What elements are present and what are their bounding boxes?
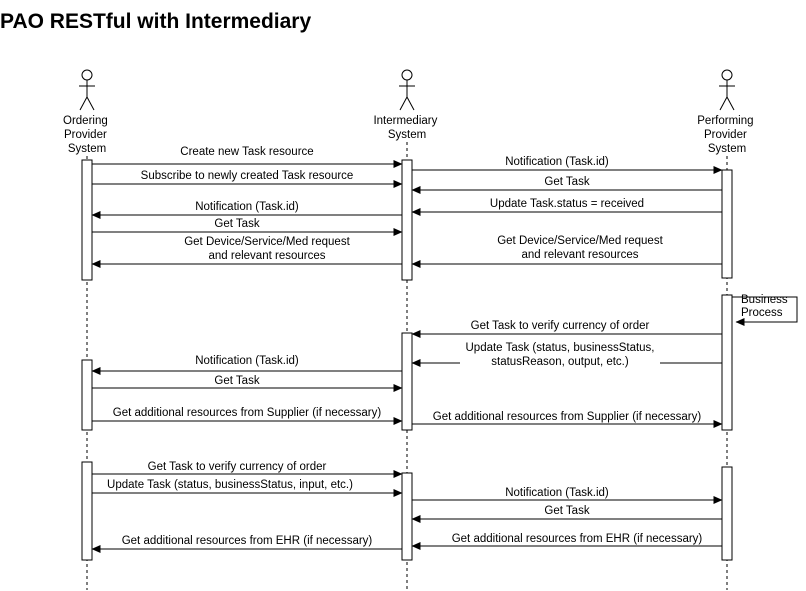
message-label: Get Task xyxy=(544,176,589,188)
message-label: Get Task xyxy=(544,505,589,517)
actor-label-intermediary: Intermediary System xyxy=(373,115,440,141)
activation-performing-1 xyxy=(721,169,733,279)
actor-label-performing: Performing Provider System xyxy=(697,115,756,155)
message-10: Get Task to verify currency of order xyxy=(411,320,722,338)
activations xyxy=(81,159,733,561)
stick-figure-icon xyxy=(79,69,95,111)
message-label: Get additional resources from Supplier (… xyxy=(113,407,382,419)
message-18: Notification (Task.id) xyxy=(412,487,723,504)
message-15: Get additional resources from Supplier (… xyxy=(412,411,723,428)
message-label: Subscribe to newly created Task resource xyxy=(141,170,354,182)
message-8: Update Task.status = received xyxy=(411,198,722,216)
diagram-title: PAO RESTful with Intermediary xyxy=(0,10,311,33)
activation-intermediary-2 xyxy=(401,332,413,431)
message-label: Create new Task resource xyxy=(180,146,313,158)
actor-label-ordering: Ordering Provider System xyxy=(63,115,111,155)
message-1: Create new Task resource xyxy=(92,146,403,168)
message-label: Notification (Task.id) xyxy=(195,355,299,367)
message-14: Get additional resources from Supplier (… xyxy=(92,407,403,425)
message-6: Notification (Task.id) xyxy=(412,156,723,174)
activation-performing-2 xyxy=(721,294,733,431)
activation-intermediary-3 xyxy=(401,472,413,561)
actor-intermediary: Intermediary System xyxy=(373,69,440,141)
message-label: Get Task to verify currency of order xyxy=(148,461,327,473)
actor-ordering: Ordering Provider System xyxy=(63,69,111,155)
message-2: Subscribe to newly created Task resource xyxy=(92,170,403,188)
message-21: Get additional resources from EHR (if ne… xyxy=(411,533,722,550)
actor-performing: Performing Provider System xyxy=(697,69,756,155)
message-label: Notification (Task.id) xyxy=(505,156,609,168)
message-20: Get additional resources from EHR (if ne… xyxy=(91,535,402,553)
message-19: Get Task xyxy=(411,505,722,523)
activation-ordering-1 xyxy=(81,159,93,281)
message-17: Update Task (status, businessStatus, inp… xyxy=(92,479,403,497)
message-3: Notification (Task.id) xyxy=(91,201,402,219)
activation-performing-3 xyxy=(721,466,733,561)
self-message-label: Business Process xyxy=(741,294,791,319)
message-label: Get Task xyxy=(214,218,259,230)
message-label: Update Task.status = received xyxy=(490,198,644,210)
message-7: Get Task xyxy=(411,176,722,194)
activation-ordering-3 xyxy=(81,461,93,561)
self-message-business-process: Business Process xyxy=(732,294,798,326)
message-label: Get additional resources from EHR (if ne… xyxy=(122,535,373,547)
message-13: Get Task xyxy=(92,375,403,392)
message-16: Get Task to verify currency of order xyxy=(92,461,403,478)
message-label: Update Task (status, businessStatus, inp… xyxy=(107,479,353,491)
message-label: Notification (Task.id) xyxy=(505,487,609,499)
message-label: Get additional resources from EHR (if ne… xyxy=(452,533,703,545)
message-label: Update Task (status, businessStatus,stat… xyxy=(466,342,655,368)
stick-figure-icon xyxy=(399,69,415,111)
activation-intermediary-1 xyxy=(401,159,413,281)
message-11: Update Task (status, businessStatus,stat… xyxy=(411,340,722,368)
stick-figure-icon xyxy=(719,69,735,111)
message-label: Get Task xyxy=(214,375,259,387)
self-message-arrow xyxy=(732,296,798,326)
message-label: Get Task to verify currency of order xyxy=(471,320,650,332)
message-4: Get Task xyxy=(92,218,403,236)
message-label: Notification (Task.id) xyxy=(195,201,299,213)
activation-ordering-2 xyxy=(81,359,93,431)
message-label: Get additional resources from Supplier (… xyxy=(433,411,702,423)
message-12: Notification (Task.id) xyxy=(91,355,402,375)
